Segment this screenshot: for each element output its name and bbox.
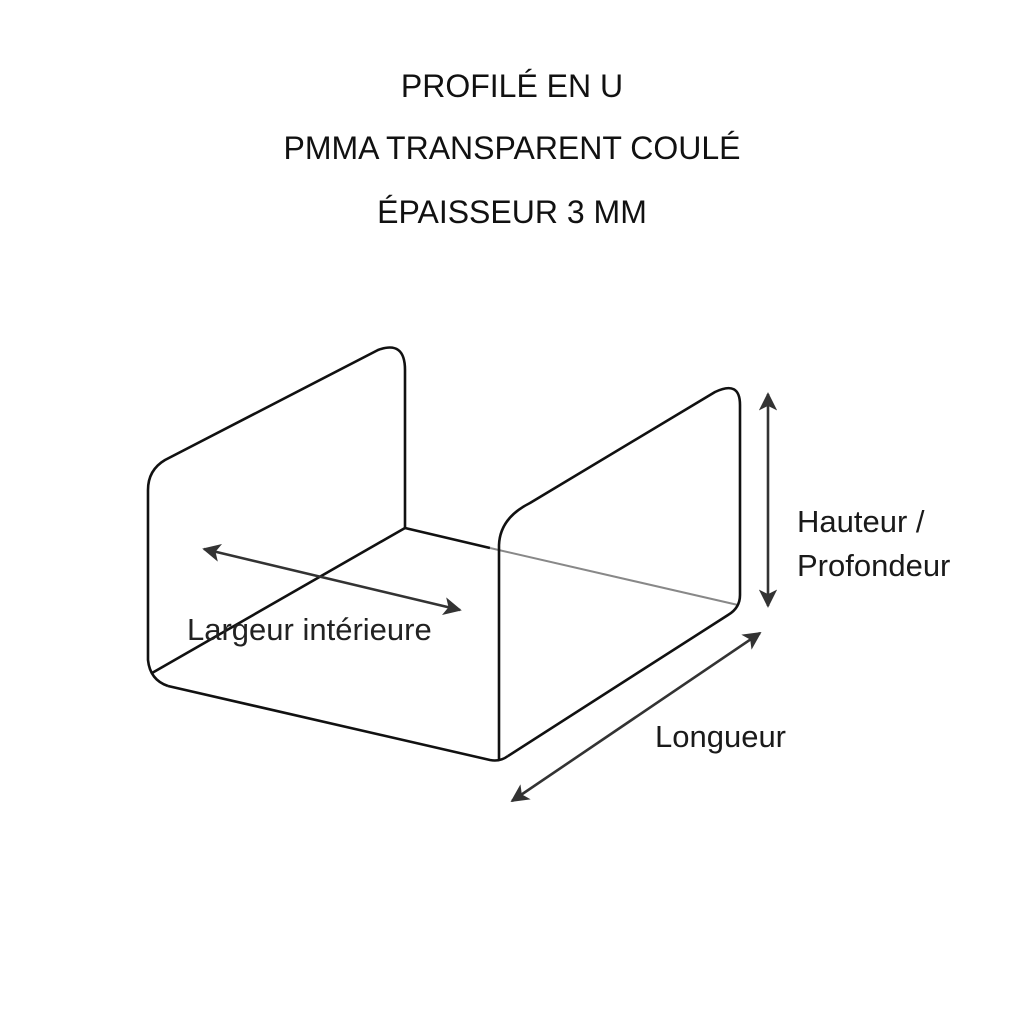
hidden-edge bbox=[489, 547, 739, 606]
length-label: Longueur bbox=[655, 719, 787, 754]
right-wall bbox=[497, 386, 742, 760]
title-line-2: PMMA TRANSPARENT COULÉ bbox=[283, 130, 741, 166]
height-label: Hauteur / Profondeur bbox=[797, 500, 950, 588]
title-line-1: PROFILÉ EN U bbox=[400, 68, 624, 104]
height-label-line2: Profondeur bbox=[797, 548, 951, 583]
left-wall bbox=[146, 346, 407, 688]
inner-width-arrow bbox=[202, 543, 462, 616]
length-arrow bbox=[510, 631, 762, 803]
height-label-line1: Hauteur / bbox=[797, 504, 925, 539]
inner-width-label: Largeur intérieure bbox=[187, 612, 432, 647]
title-line-3: ÉPAISSEUR 3 MM bbox=[377, 194, 647, 230]
